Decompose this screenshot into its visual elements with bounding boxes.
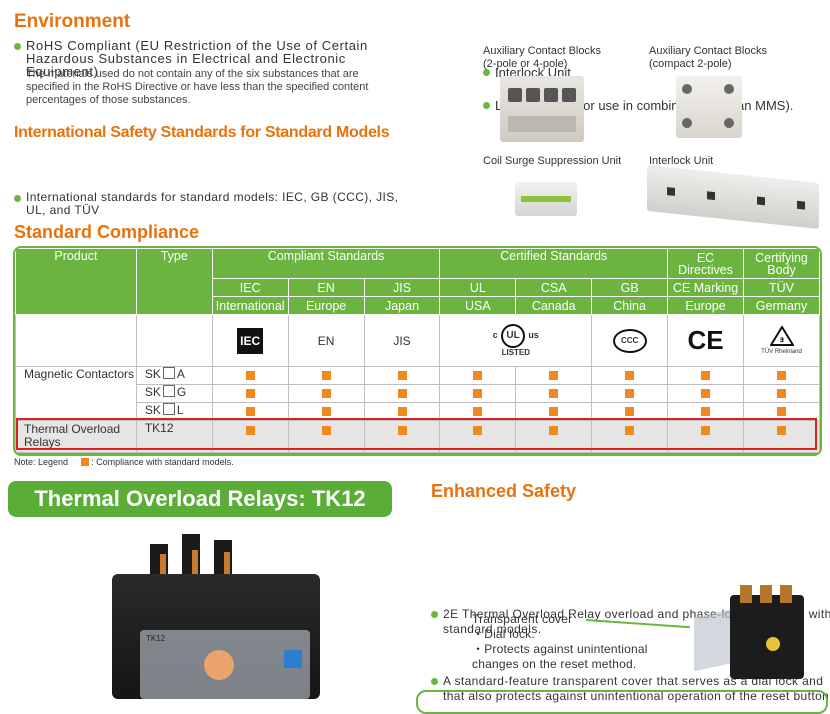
environment-title: Environment [14,11,131,32]
legend-mark [80,458,89,466]
compliance-mark [397,426,407,435]
std-ul: UL [439,278,517,297]
region-gb: China [591,296,669,315]
compliance-mark [321,370,331,380]
compliance-mark [397,388,407,398]
compliance-mark [777,370,786,380]
svg-text:ⱻ: ⱻ [780,335,784,344]
region-ce: Europe [667,296,744,315]
std-tuv: TÜV [743,278,820,297]
tk12-product-image: TK12 [112,530,324,699]
compliance-mark [397,406,407,416]
std-ce: CE Marking [667,278,744,297]
header-product: Product [15,248,137,315]
region-csa: Canada [515,296,593,315]
compliance-mark [549,406,559,416]
header-type: Type [135,248,213,315]
compliance-mark [625,426,635,435]
tuv-logo-icon: ⱻ TÜV Rheinland [743,314,820,367]
compliance-mark [549,426,559,435]
compliance-mark [625,370,635,380]
intl-title: International Safety Standards for Stand… [14,124,390,141]
compliance-mark [473,426,483,435]
legend: Note: Legend : Compliance with standard … [14,457,234,467]
tk12-banner: Thermal Overload Relays: TK12 [8,481,392,517]
region-iec: International [211,296,289,315]
compliance-mark [321,388,331,398]
iec-logo-icon: IEC [237,327,264,354]
region-tuv: Germany [743,296,820,315]
tk12-row-highlight [16,418,817,450]
interlock-caption: Interlock Unit [649,155,714,167]
std-csa: CSA [515,278,593,297]
rohs-bullet: RoHS Compliant (EU Restriction of the Us… [14,39,408,78]
std-jis: JIS [363,278,441,297]
compliance-mark [625,388,635,398]
compliance-mark [245,406,255,416]
compliance-mark [321,426,331,435]
cover-product-image [690,583,822,683]
compliance-mark [397,370,407,380]
compliance-mark [321,406,331,416]
compliance-mark [245,370,255,380]
compliance-mark [701,406,711,416]
region-jis: Japan [363,296,441,315]
header-certified: Certified Standards [439,248,669,279]
aux-contact-compact-image [676,76,742,138]
compliance-mark [473,406,483,416]
en-logo: EN [287,314,365,367]
compliance-mark [625,406,635,416]
std-iec: IEC [211,278,289,297]
coil-caption: Coil Surge Suppression Unit [483,155,622,167]
compliance-mark [777,406,786,416]
compliance-mark [777,426,786,435]
compliance-table: Product Type Compliant Standards Certifi… [15,248,820,453]
compliance-mark [777,388,786,398]
type-tk12: TK12 [135,420,213,453]
compliance-table-frame: Product Type Compliant Standards Certifi… [13,246,822,456]
compliance-title: Standard Compliance [14,222,200,242]
interlock-unit-image [647,164,819,230]
product-thermal-overload-relays: Thermal Overload Relays [15,420,137,453]
compliance-mark [701,388,711,398]
region-ul: USA [439,296,517,315]
safety-title: Enhanced Safety [431,481,577,501]
aux-contact-4pole-image [500,76,584,142]
compliance-mark [473,388,483,398]
ul-logo-icon: c UL us LISTED [439,314,593,367]
iec-logo-cell: IEC [211,314,289,367]
compliance-mark [701,370,711,380]
aux1-caption: Auxiliary Contact Blocks(2-pole or 4-pol… [483,45,601,70]
region-en: Europe [287,296,365,315]
ccc-logo-icon: CCC [591,314,669,367]
coil-surge-image [515,182,577,216]
aux2-caption: Auxiliary Contact Blocks(compact 2-pole) [649,45,767,70]
cover-point-2: ・Protects against unintentional changes … [472,642,648,671]
cover-callout: Transparent cover ・Dial lock. ・Protects … [472,612,682,672]
header-compliant: Compliant Standards [211,248,441,279]
std-en: EN [287,278,365,297]
cover-point-1: ・Dial lock. [472,627,535,641]
cover-label: Transparent cover [472,612,573,626]
jis-logo: JIS [363,314,441,367]
next-panel-frame [416,690,828,714]
compliance-mark [549,370,559,380]
compliance-mark [245,388,255,398]
std-gb: GB [591,278,669,297]
compliance-mark [701,426,711,435]
compliance-mark [245,426,255,435]
intl-bullet: International standards for standard mod… [14,191,411,217]
rohs-note: The materials used do not contain any of… [26,68,369,106]
compliance-mark [549,388,559,398]
ce-logo-icon: CE [667,314,744,367]
compliance-mark [473,370,483,380]
product-magnetic-contactors: Magnetic Contactors [15,366,137,421]
